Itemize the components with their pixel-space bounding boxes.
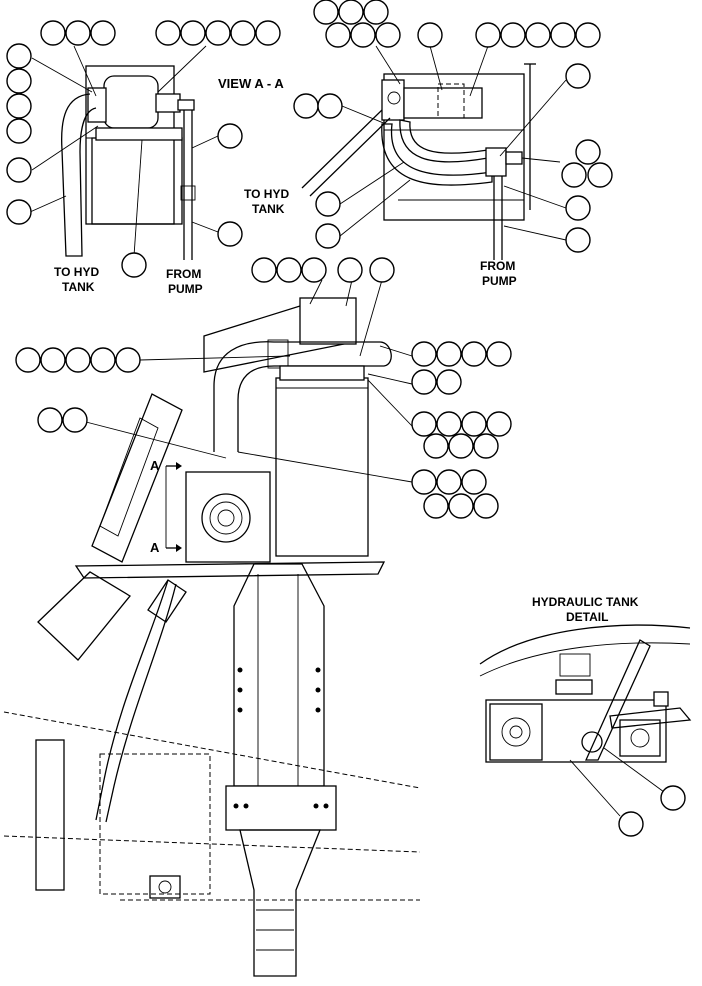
from-pump-label-line1: FROM [166,267,201,281]
hyd-tank-detail-title-line2: DETAIL [566,610,608,624]
to-hyd-tank-label-line1: TO HYD [54,265,99,279]
hyd-tank-detail-title-line1: HYDRAULIC TANK [532,595,639,609]
view-a-to-hyd-label-line2: TANK [252,202,285,216]
view-a-from-pump-label-line2: PUMP [482,274,517,288]
from-pump-label-line2: PUMP [168,282,203,296]
hydraulic-tank-detail: HYDRAULIC TANK DETAIL [479,595,692,817]
view-a-a-callouts [293,0,613,253]
main-assembly: A A [3,279,421,977]
section-marker-a-lower: A [150,540,160,555]
to-hyd-tank-label-line2: TANK [62,280,95,294]
main-assembly-callouts [15,257,512,519]
section-marker-a-upper: A [150,458,160,473]
view-a-a-title: VIEW A - A [218,76,284,91]
view-a-from-pump-label-line1: FROM [480,259,515,273]
view-a-a: VIEW A - A TO HYD TANK FROM PUMP [218,45,567,288]
top-left-callouts [6,20,281,278]
top-left-view: TO HYD TANK FROM PUMP [29,45,219,296]
hyd-tank-detail-callouts [618,785,686,837]
view-a-to-hyd-label-line1: TO HYD [244,187,289,201]
